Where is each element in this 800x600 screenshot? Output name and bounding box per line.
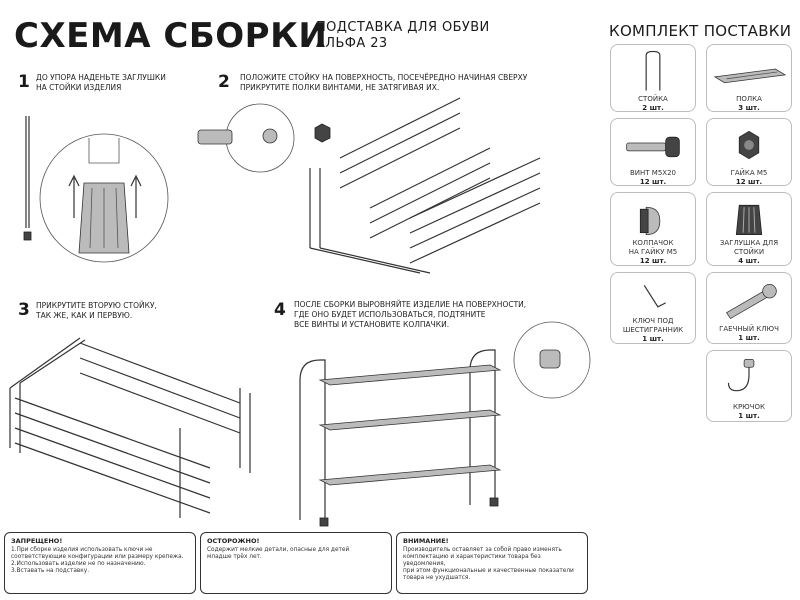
shelf-icon (713, 68, 787, 84)
kit-item-plug-name-2: СТОЙКИ (733, 248, 765, 256)
kit-title: КОМПЛЕКТ ПОСТАВКИ (609, 22, 792, 40)
plug-icon (735, 204, 763, 236)
step-1-number: 1 (18, 72, 30, 92)
nut-icon (738, 130, 760, 160)
cap-icon (639, 206, 661, 236)
step-1-illustration (23, 116, 169, 263)
kit-item-cap: КОЛПАЧОК НА ГАЙКУ М5 12 шт. (610, 192, 696, 266)
subtitle-line-1: ПОДСТАВКА ДЛЯ ОБУВИ (316, 20, 490, 35)
notice-attention-line-2: комплектацию и характеристики товара без… (403, 554, 541, 567)
notice-attention-line-4: товара не ухудшатся. (403, 575, 471, 581)
hex-key-icon (643, 285, 666, 308)
step-1-line-1: ДО УПОРА НАДЕНЬТЕ ЗАГЛУШКИ (36, 73, 166, 82)
step-2-line-1: ПОЛОЖИТЕ СТОЙКУ НА ПОВЕРХНОСТЬ, ПОСЕЧЁРЕ… (240, 73, 528, 82)
notice-forbidden-line-3: 2.Использовать изделие не по назначению. (11, 561, 146, 567)
kit-item-nut-qty: 12 шт. (735, 178, 763, 186)
step-3-text: ПРИКРУТИТЕ ВТОРУЮ СТОЙКУ, ТАК ЖЕ, КАК И … (36, 301, 157, 321)
page-title: СХЕМА СБОРКИ (14, 16, 328, 56)
kit-item-shelf: ПОЛКА 3 шт. (706, 44, 792, 112)
product-subtitle: ПОДСТАВКА ДЛЯ ОБУВИ АЛЬФА 23 (316, 20, 490, 52)
notice-caution-heading: ОСТОРОЖНО! (207, 537, 260, 545)
step-2-number: 2 (218, 72, 230, 92)
kit-item-hook-qty: 1 шт. (738, 412, 760, 420)
step-3-line-1: ПРИКРУТИТЕ ВТОРУЮ СТОЙКУ, (36, 301, 157, 310)
wrench-icon (725, 283, 777, 320)
notice-caution: ОСТОРОЖНО! Содержит мелкие детали, опасн… (200, 532, 392, 594)
kit-item-cap-qty: 12 шт. (639, 257, 667, 265)
notice-forbidden-line-4: 3.Вставать на подставку. (11, 568, 90, 574)
step-4-number: 4 (274, 300, 286, 320)
kit-item-wrench-name: ГАЕЧНЫЙ КЛЮЧ (719, 325, 779, 333)
step-2-illustration (197, 97, 541, 274)
kit-item-wrench-qty: 1 шт. (738, 334, 760, 342)
step-2-text: ПОЛОЖИТЕ СТОЙКУ НА ПОВЕРХНОСТЬ, ПОСЕЧЁРЕ… (240, 73, 527, 93)
notice-caution-line-1: Содержит мелкие детали, опасные для дете… (207, 547, 350, 553)
step-4-illustration (299, 321, 591, 527)
kit-item-hex-key: КЛЮЧ ПОД ШЕСТИГРАННИК 1 шт. (610, 272, 696, 344)
notice-attention-heading: ВНИМАНИЕ! (403, 537, 449, 545)
subtitle-line-2: АЛЬФА 23 (316, 36, 388, 51)
notice-attention: ВНИМАНИЕ! Производитель оставляет за соб… (396, 532, 588, 594)
rack-stand-icon (645, 50, 661, 91)
kit-item-hook: КРЮЧОК 1 шт. (706, 350, 792, 422)
kit-item-hook-name: КРЮЧОК (732, 403, 766, 411)
kit-item-cap-name-1: КОЛПАЧОК (632, 239, 674, 247)
kit-item-nut: ГАЙКА М5 12 шт. (706, 118, 792, 186)
step-4-text: ПОСЛЕ СБОРКИ ВЫРОВНЯЙТЕ ИЗДЕЛИЕ НА ПОВЕР… (294, 300, 526, 330)
notice-forbidden-heading: ЗАПРЕЩЕНО! (11, 537, 63, 545)
kit-item-shelf-name: ПОЛКА (736, 95, 762, 103)
kit-item-hex-key-name-2: ШЕСТИГРАННИК (622, 326, 684, 334)
screw-icon (626, 136, 680, 158)
kit-item-screw-qty: 12 шт. (639, 178, 667, 186)
kit-item-screw-name: ВИНТ М5х20 (630, 169, 676, 177)
step-3-number: 3 (18, 300, 30, 320)
step-1-line-2: НА СТОЙКИ ИЗДЕЛИЯ (36, 83, 122, 92)
notice-forbidden-line-1: 1.При сборке изделия использовать ключи … (11, 547, 153, 553)
kit-item-hex-key-qty: 1 шт. (642, 335, 664, 343)
notice-caution-line-2: младше трёх лет. (207, 554, 262, 560)
kit-item-cap-name-2: НА ГАЙКУ М5 (628, 248, 678, 256)
step-3-line-2: ТАК ЖЕ, КАК И ПЕРВУЮ. (36, 311, 133, 320)
step-2-line-2: ПРИКРУТИТЕ ПОЛКИ ВИНТАМИ, НЕ ЗАТЯГИВАЯ И… (240, 83, 440, 92)
step-4-line-3: ВСЕ ВИНТЫ И УСТАНОВИТЕ КОЛПАЧКИ. (294, 320, 450, 329)
kit-item-rack-stand-name: СТОЙКА (638, 95, 668, 103)
kit-item-rack-stand-qty: 2 шт. (642, 104, 664, 112)
notice-attention-line-3: при этом функциональные и качественные п… (403, 568, 574, 574)
kit-item-plug-name-1: ЗАГЛУШКА ДЛЯ (719, 239, 779, 247)
step-3-illustration (9, 337, 251, 518)
kit-item-wrench: ГАЕЧНЫЙ КЛЮЧ 1 шт. (706, 272, 792, 344)
kit-item-rack-stand: СТОЙКА 2 шт. (610, 44, 696, 112)
kit-item-nut-name: ГАЙКА М5 (730, 169, 768, 177)
step-4-line-2: ГДЕ ОНО БУДЕТ ИСПОЛЬЗОВАТЬСЯ, ПОДТЯНИТЕ (294, 310, 486, 319)
step-4-line-1: ПОСЛЕ СБОРКИ ВЫРОВНЯЙТЕ ИЗДЕЛИЕ НА ПОВЕР… (294, 300, 527, 309)
hook-icon (727, 359, 755, 392)
notice-forbidden-line-2: соответствующие конфигурации или размеру… (11, 554, 184, 560)
notice-forbidden: ЗАПРЕЩЕНО! 1.При сборке изделия использо… (4, 532, 196, 594)
notice-attention-line-1: Производитель оставляет за собой право и… (403, 547, 562, 553)
kit-item-plug: ЗАГЛУШКА ДЛЯ СТОЙКИ 4 шт. (706, 192, 792, 266)
kit-item-hex-key-name-1: КЛЮЧ ПОД (632, 317, 674, 325)
step-1-text: ДО УПОРА НАДЕНЬТЕ ЗАГЛУШКИ НА СТОЙКИ ИЗД… (36, 73, 166, 93)
kit-item-screw: ВИНТ М5х20 12 шт. (610, 118, 696, 186)
kit-item-plug-qty: 4 шт. (738, 257, 760, 265)
kit-item-shelf-qty: 3 шт. (738, 104, 760, 112)
